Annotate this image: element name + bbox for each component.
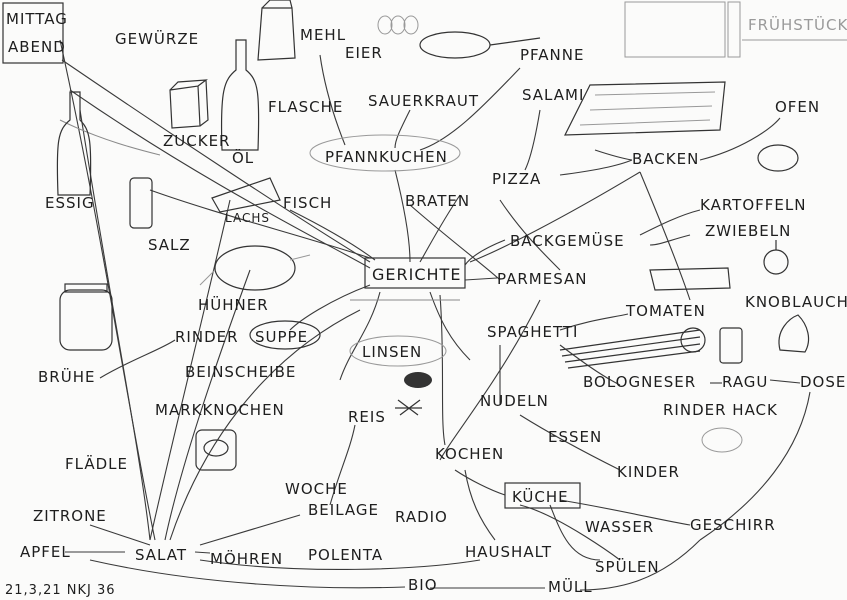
flour-bag-icon xyxy=(257,0,296,61)
node-tomaten: TOMATEN xyxy=(625,302,706,320)
rice-icon xyxy=(395,399,422,416)
node-rinderhack: RINDER HACK xyxy=(663,401,778,419)
parmesan-icon xyxy=(649,267,731,291)
node-mehl: MEHL xyxy=(300,26,346,44)
node-polenta: POLENTA xyxy=(308,546,383,564)
pan-icon xyxy=(419,31,541,59)
node-salami: SALAMI xyxy=(522,86,584,104)
node-eier: EIER xyxy=(345,44,383,62)
node-gewuerze: GEWÜRZE xyxy=(115,29,199,48)
eggs-icon xyxy=(377,15,419,35)
connection-lines xyxy=(59,39,811,591)
salt-shaker-icon xyxy=(129,177,153,229)
node-rinder: RINDER xyxy=(175,328,239,346)
minced-meat-icon xyxy=(701,427,743,453)
node-sauerkraut: SAUERKRAUT xyxy=(368,92,479,110)
node-salz: SALZ xyxy=(148,236,191,254)
node-bruehe: BRÜHE xyxy=(38,367,95,386)
sketches xyxy=(2,0,847,509)
baking-tray-icon xyxy=(564,81,726,136)
node-suppe: SUPPE xyxy=(255,328,308,346)
node-pfannkuchen: PFANNKUCHEN xyxy=(325,148,448,166)
jar-icon xyxy=(59,283,113,351)
can-icon xyxy=(719,327,743,364)
potato-icon xyxy=(757,144,799,172)
sugar-box-icon xyxy=(169,79,209,129)
node-essen: ESSEN xyxy=(548,428,602,446)
node-oel: ÖL xyxy=(232,148,254,167)
node-braten: BRATEN xyxy=(405,192,470,210)
node-apfel: APFEL xyxy=(20,543,71,561)
node-woche: WOCHE xyxy=(285,480,348,498)
node-kartoffeln: KARTOFFELN xyxy=(700,196,806,214)
node-ragu: RAGU xyxy=(722,373,768,391)
node-kochen: KOCHEN xyxy=(435,445,504,463)
word-nodes: GEWÜRZE MEHL EIER PFANNE FRÜHSTÜCK SAUER… xyxy=(20,15,847,596)
node-geschirr: GESCHIRR xyxy=(690,516,776,534)
tomato-icon xyxy=(680,327,706,353)
node-kueche: KÜCHE xyxy=(512,487,569,506)
node-radio: RADIO xyxy=(395,508,448,526)
node-moehren: MÖHREN xyxy=(210,549,283,568)
soup-bubble xyxy=(249,320,321,350)
node-lachs: LACHS xyxy=(225,211,270,225)
node-zwiebeln: ZWIEBELN xyxy=(705,222,791,240)
node-ofen: OFEN xyxy=(775,98,820,116)
title-text: MITTAG ABEND xyxy=(6,10,68,56)
lentils-bubble xyxy=(349,335,447,367)
pancake-bubble xyxy=(309,134,461,172)
node-knoblauch: KNOBLAUCH xyxy=(745,293,847,311)
center-node: GERICHTE xyxy=(372,265,461,284)
node-zitrone: ZITRONE xyxy=(33,507,107,525)
node-backen: BACKEN xyxy=(632,150,699,168)
node-essig: ESSIG xyxy=(45,194,95,212)
node-salat: SALAT xyxy=(135,546,187,564)
title-line-1: MITTAG xyxy=(6,10,68,28)
chicken-icon xyxy=(199,245,311,291)
node-pfanne: PFANNE xyxy=(520,46,584,64)
salmon-icon xyxy=(211,177,281,213)
node-markknochen: MARKKNOCHEN xyxy=(155,401,285,419)
node-huehner: HÜHNER xyxy=(198,295,269,314)
node-backgemuese: BACKGEMÜSE xyxy=(510,231,625,250)
oil-bottle-icon xyxy=(220,39,260,151)
garlic-icon xyxy=(778,314,810,353)
node-reis: REIS xyxy=(348,408,386,426)
node-spuelen: SPÜLEN xyxy=(595,557,660,576)
onion-icon xyxy=(763,240,789,275)
node-nudeln: NUDELN xyxy=(480,392,549,410)
node-zucker: ZUCKER xyxy=(163,132,230,150)
node-beinscheibe: BEINSCHEIBE xyxy=(185,363,296,381)
node-haushalt: HAUSHALT xyxy=(465,543,552,561)
node-fruehstueck: FRÜHSTÜCK xyxy=(748,15,847,34)
node-bio: BIO xyxy=(408,576,438,594)
node-flasche: FLASCHE xyxy=(268,98,343,116)
node-bologneser: BOLOGNESER xyxy=(583,373,696,391)
node-pizza: PIZZA xyxy=(492,170,541,188)
signature: 21,3,21 NKJ 36 xyxy=(5,583,116,598)
title-box xyxy=(2,2,64,64)
node-dose: DOSE xyxy=(800,373,846,391)
tape-roll-icon xyxy=(195,429,237,471)
kitchen-box xyxy=(504,482,581,509)
bottle-icon xyxy=(56,91,92,196)
node-parmesan: PARMESAN xyxy=(497,270,587,288)
node-flaedle: FLÄDLE xyxy=(65,454,128,473)
spaghetti-icon xyxy=(559,329,701,369)
center-box xyxy=(364,257,466,289)
node-linsen: LINSEN xyxy=(362,343,422,361)
node-kinder: KINDER xyxy=(617,463,680,481)
node-beilage: BEILAGE xyxy=(308,501,379,519)
oven-icon xyxy=(624,1,847,58)
node-spaghetti: SPAGHETTI xyxy=(487,323,578,341)
title-line-2: ABEND xyxy=(8,38,66,56)
node-muell: MÜLL xyxy=(548,577,593,596)
node-fisch: FISCH xyxy=(283,194,332,212)
node-wasser: WASSER xyxy=(585,518,654,536)
lentils-icon xyxy=(404,372,432,388)
